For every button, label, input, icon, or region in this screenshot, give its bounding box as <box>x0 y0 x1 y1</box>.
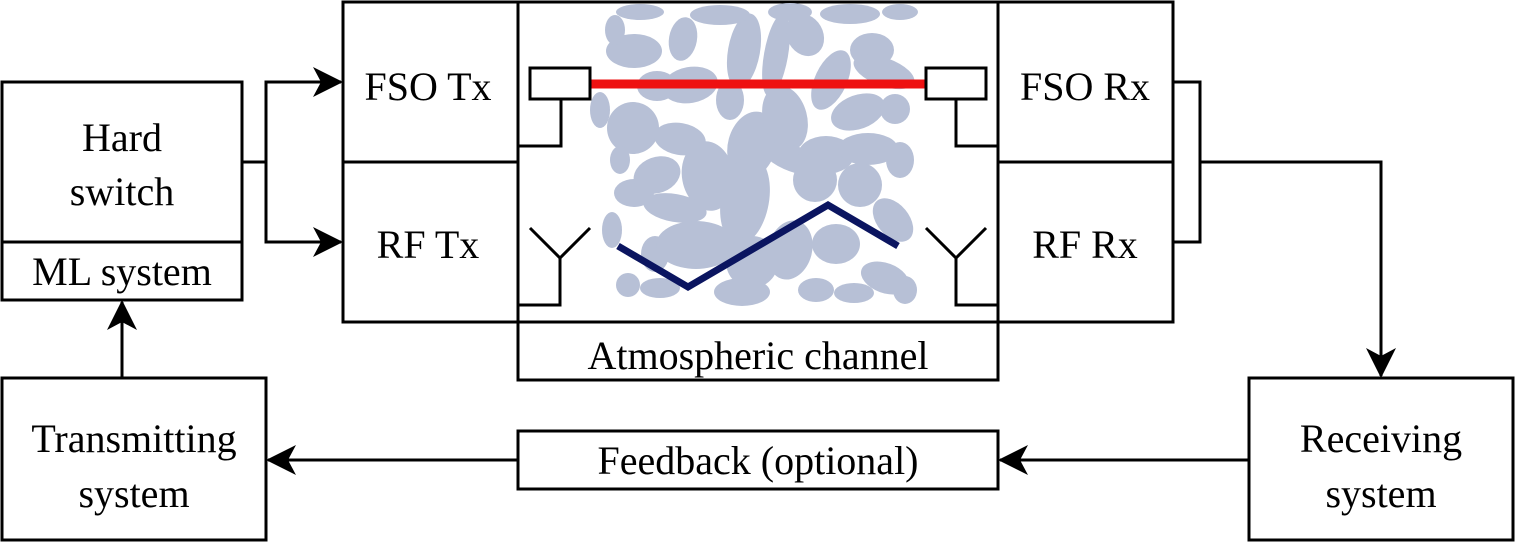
fso-rx-box <box>996 0 1175 164</box>
receiving-system-label-line1: Receiving <box>1300 416 1462 461</box>
turbulence-cell <box>607 102 659 154</box>
transmitting-system-label-line2: system <box>78 471 189 516</box>
rx-combiner-bracket <box>1173 80 1202 244</box>
turbulence-cell <box>726 236 778 288</box>
turbulence-cell <box>716 80 744 120</box>
turbulence-cell <box>838 133 898 165</box>
hard-switch-label-line1: Hard <box>82 115 162 160</box>
switch-to-fso-tx-arrow <box>242 67 343 164</box>
turbulence-cell <box>714 278 770 306</box>
rf-rx-label: RF Rx <box>1032 222 1138 267</box>
turbulence-cell <box>872 198 914 242</box>
turbulence-cell <box>886 142 914 178</box>
receiving-system-box <box>1247 376 1515 542</box>
receiving-system-label-line2: system <box>1325 471 1436 516</box>
fso-tx-label: FSO Tx <box>364 64 491 109</box>
turbulence-cell <box>798 278 834 302</box>
turbulence-cell <box>590 92 610 128</box>
turbulence-cells-icon <box>590 3 918 306</box>
turbulence-cell <box>762 85 808 151</box>
turbulence-cell <box>831 93 885 131</box>
laser-diode-icon <box>528 66 592 101</box>
turbulence-cell <box>834 283 874 303</box>
feedback-box <box>516 429 1000 491</box>
turbulence-cell <box>602 212 622 248</box>
turbulence-cell <box>605 15 625 45</box>
turbulence-cell <box>838 163 882 207</box>
feedback-label: Feedback (optional) <box>598 438 919 483</box>
switch-to-rf-tx-arrow <box>264 162 343 257</box>
turbulence-cell <box>656 221 736 269</box>
atmospheric-channel-label: Atmospheric channel <box>588 333 929 378</box>
turbulence-cell <box>690 5 750 25</box>
turbulence-cell <box>681 141 735 211</box>
rf-rx-antenna-icon <box>924 226 998 307</box>
hard-switch-label-line2: switch <box>70 169 174 214</box>
fso-tx-lead <box>518 99 563 148</box>
turbulence-cell <box>762 13 790 97</box>
turbulence-cell <box>785 13 825 57</box>
turbulence-cell <box>880 94 910 124</box>
turbulence-cell <box>616 4 664 20</box>
transmitting-system-box <box>0 376 268 542</box>
fso-rx-lead <box>954 99 998 148</box>
turbulence-cell <box>668 17 698 61</box>
turbulence-cell <box>768 3 812 21</box>
turbulence-cell <box>726 13 762 89</box>
turbulence-cell <box>643 193 707 223</box>
rf-tx-box <box>341 160 520 324</box>
turbulence-cell <box>640 278 680 298</box>
turbulence-cell <box>616 273 640 297</box>
turbulence-cell <box>633 156 681 194</box>
turbulence-cell <box>720 155 770 245</box>
hard-switch-box <box>0 80 244 302</box>
turbulence-cell <box>793 158 837 202</box>
fso-tx-box <box>341 0 520 164</box>
turbulence-cell <box>610 146 630 174</box>
rf-rx-box <box>996 160 1175 324</box>
rx-to-receiving-system-arrow <box>1200 160 1396 378</box>
ml-system-label: ML system <box>32 249 212 294</box>
turbulence-cell <box>893 276 917 304</box>
fso-rx-label: FSO Rx <box>1020 64 1150 109</box>
transmitting-system-label-line1: Transmitting <box>31 416 236 461</box>
turbulence-cell <box>882 4 918 20</box>
rf-tx-label: RF Tx <box>377 222 480 267</box>
turbulence-cell <box>820 4 880 24</box>
rf-tx-antenna-icon <box>518 226 592 307</box>
turbulence-cell <box>812 224 860 264</box>
rf-signal-path <box>616 200 900 292</box>
photodetector-icon <box>924 66 988 101</box>
